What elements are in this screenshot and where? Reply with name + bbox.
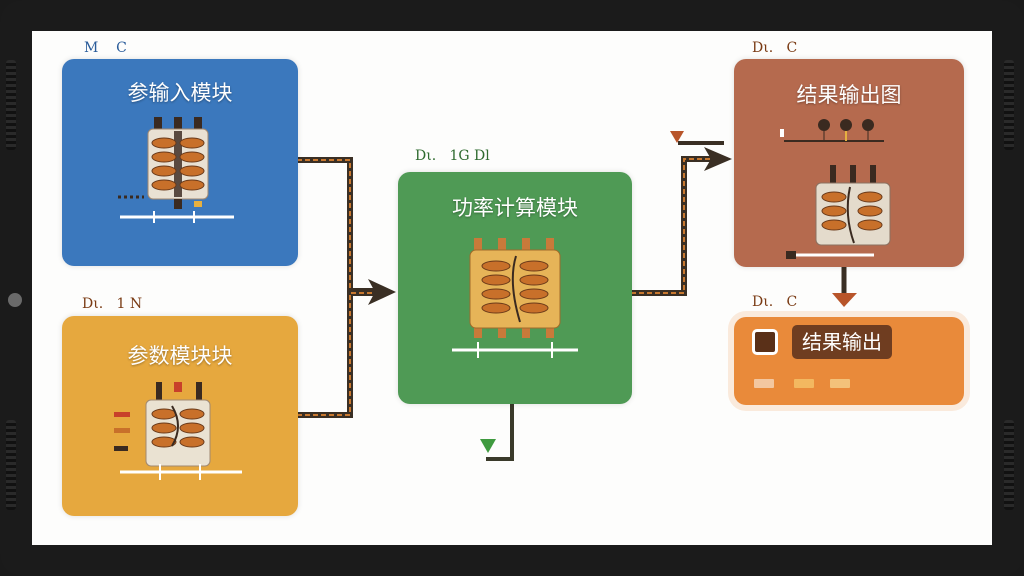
block-title: 参数模块块 [127, 344, 233, 368]
output-block[interactable]: 结果输出 [734, 317, 964, 405]
block-title: 参输入模块 [127, 81, 233, 105]
input-module-block[interactable]: 参输入模块 [62, 59, 298, 266]
legend-swatch [754, 379, 774, 388]
block-tag: Dι. C [752, 40, 798, 56]
transformer-icon [780, 119, 891, 259]
block-tag: M C [84, 40, 127, 56]
block-title: 结果输出 [792, 325, 892, 359]
diagram-canvas: M C 参输入模块 Dι. 1 N 参数模块块 [32, 31, 992, 545]
power-calc-module-block[interactable]: 功率计算模块 [398, 172, 632, 404]
param-module-block[interactable]: 参数模块块 [62, 316, 298, 516]
transformer-icon [114, 382, 242, 480]
camera-icon [8, 293, 22, 307]
arrow-right-icon [368, 279, 396, 305]
block-tag: Dι. 1 N [82, 296, 143, 312]
arrow-down-icon [832, 293, 857, 307]
legend-swatch [794, 379, 814, 388]
speaker-grille [6, 420, 16, 510]
block-tag: Dι. C [752, 294, 798, 310]
result-output-block[interactable]: 结果输出图 [734, 59, 964, 267]
transformer-icon [452, 238, 578, 358]
speaker-grille [1004, 60, 1014, 150]
arrow-right-icon [704, 147, 732, 171]
block-title: 结果输出图 [796, 83, 902, 107]
connector-lines [295, 131, 857, 461]
block-tag: Dι. 1G Dl [415, 148, 490, 164]
speaker-grille [1004, 420, 1014, 510]
speaker-grille [6, 60, 16, 150]
arrow-down-icon [670, 131, 684, 143]
legend-swatch [830, 379, 850, 388]
arrow-down-icon [480, 439, 496, 453]
output-icon [752, 329, 778, 355]
block-title: 功率计算模块 [452, 196, 578, 220]
transformer-icon [118, 117, 234, 223]
